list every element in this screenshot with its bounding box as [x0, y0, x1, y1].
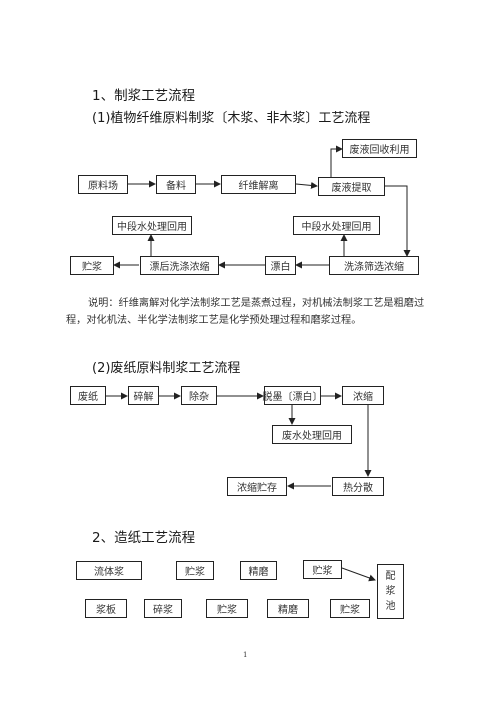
refining-b-box: 精磨 — [267, 599, 309, 618]
concentration-box: 浓缩 — [342, 386, 384, 405]
wash-screen-box: 洗涤筛选浓缩 — [329, 256, 419, 275]
section1-sub2-heading: (2)废纸原料制浆工艺流程 — [92, 361, 241, 376]
mixing-tank-box: 配 浆 池 — [377, 564, 404, 619]
concentrated-storage-box: 浓缩贮存 — [227, 477, 287, 496]
explanation-note: 说明：纤维离解对化学法制浆工艺是蒸煮过程，对机械法制浆工艺是粗磨过程，对化机法、… — [66, 298, 425, 326]
pulp-board-box: 浆板 — [85, 599, 127, 618]
wastewater-treatment-box: 废水处理回用 — [272, 425, 352, 444]
raw-material-yard-box: 原料场 — [78, 175, 128, 194]
post-bleach-wash-box: 漂后洗涤浓缩 — [140, 256, 219, 275]
section1-heading: 1、制浆工艺流程 — [92, 88, 196, 104]
mid-water-treatment-left-box: 中段水处理回用 — [112, 216, 192, 235]
refining-a-box: 精磨 — [240, 561, 277, 580]
pulp-storage-box: 贮浆 — [70, 256, 114, 275]
deinking-box: 脱墨〔漂白〕 — [263, 386, 323, 405]
mixing-tank-char-1: 配 — [385, 571, 396, 582]
impurity-removal-box: 除杂 — [181, 386, 217, 405]
material-prep-box: 备料 — [156, 175, 196, 194]
mixing-tank-char-3: 池 — [385, 601, 396, 612]
heat-dispersion-box: 热分散 — [332, 477, 384, 496]
fluid-pulp-box: 流体浆 — [76, 561, 142, 580]
section1-sub1-heading: (1)植物纤维原料制浆〔木浆、非木浆〕工艺流程 — [92, 111, 371, 126]
liquor-extraction-box: 废液提取 — [318, 177, 385, 196]
storage-d-box: 贮浆 — [330, 599, 370, 618]
bleaching-box: 漂白 — [265, 256, 296, 275]
waste-paper-box: 废纸 — [70, 386, 106, 405]
waste-liquor-recycle-box: 废液回收利用 — [342, 139, 417, 158]
storage-b-box: 贮浆 — [303, 560, 342, 579]
section2-heading: 2、造纸工艺流程 — [92, 530, 196, 546]
pulping-box: 碎解 — [128, 386, 159, 405]
page-number: 1 — [243, 651, 248, 659]
fiber-separation-box: 纤维解离 — [221, 175, 296, 194]
storage-c-box: 贮浆 — [206, 599, 248, 618]
mixing-tank-char-2: 浆 — [385, 586, 396, 597]
storage-a-box: 贮浆 — [176, 561, 214, 580]
mid-water-treatment-right-box: 中段水处理回用 — [293, 216, 380, 235]
crushed-pulp-box: 碎浆 — [144, 599, 182, 618]
